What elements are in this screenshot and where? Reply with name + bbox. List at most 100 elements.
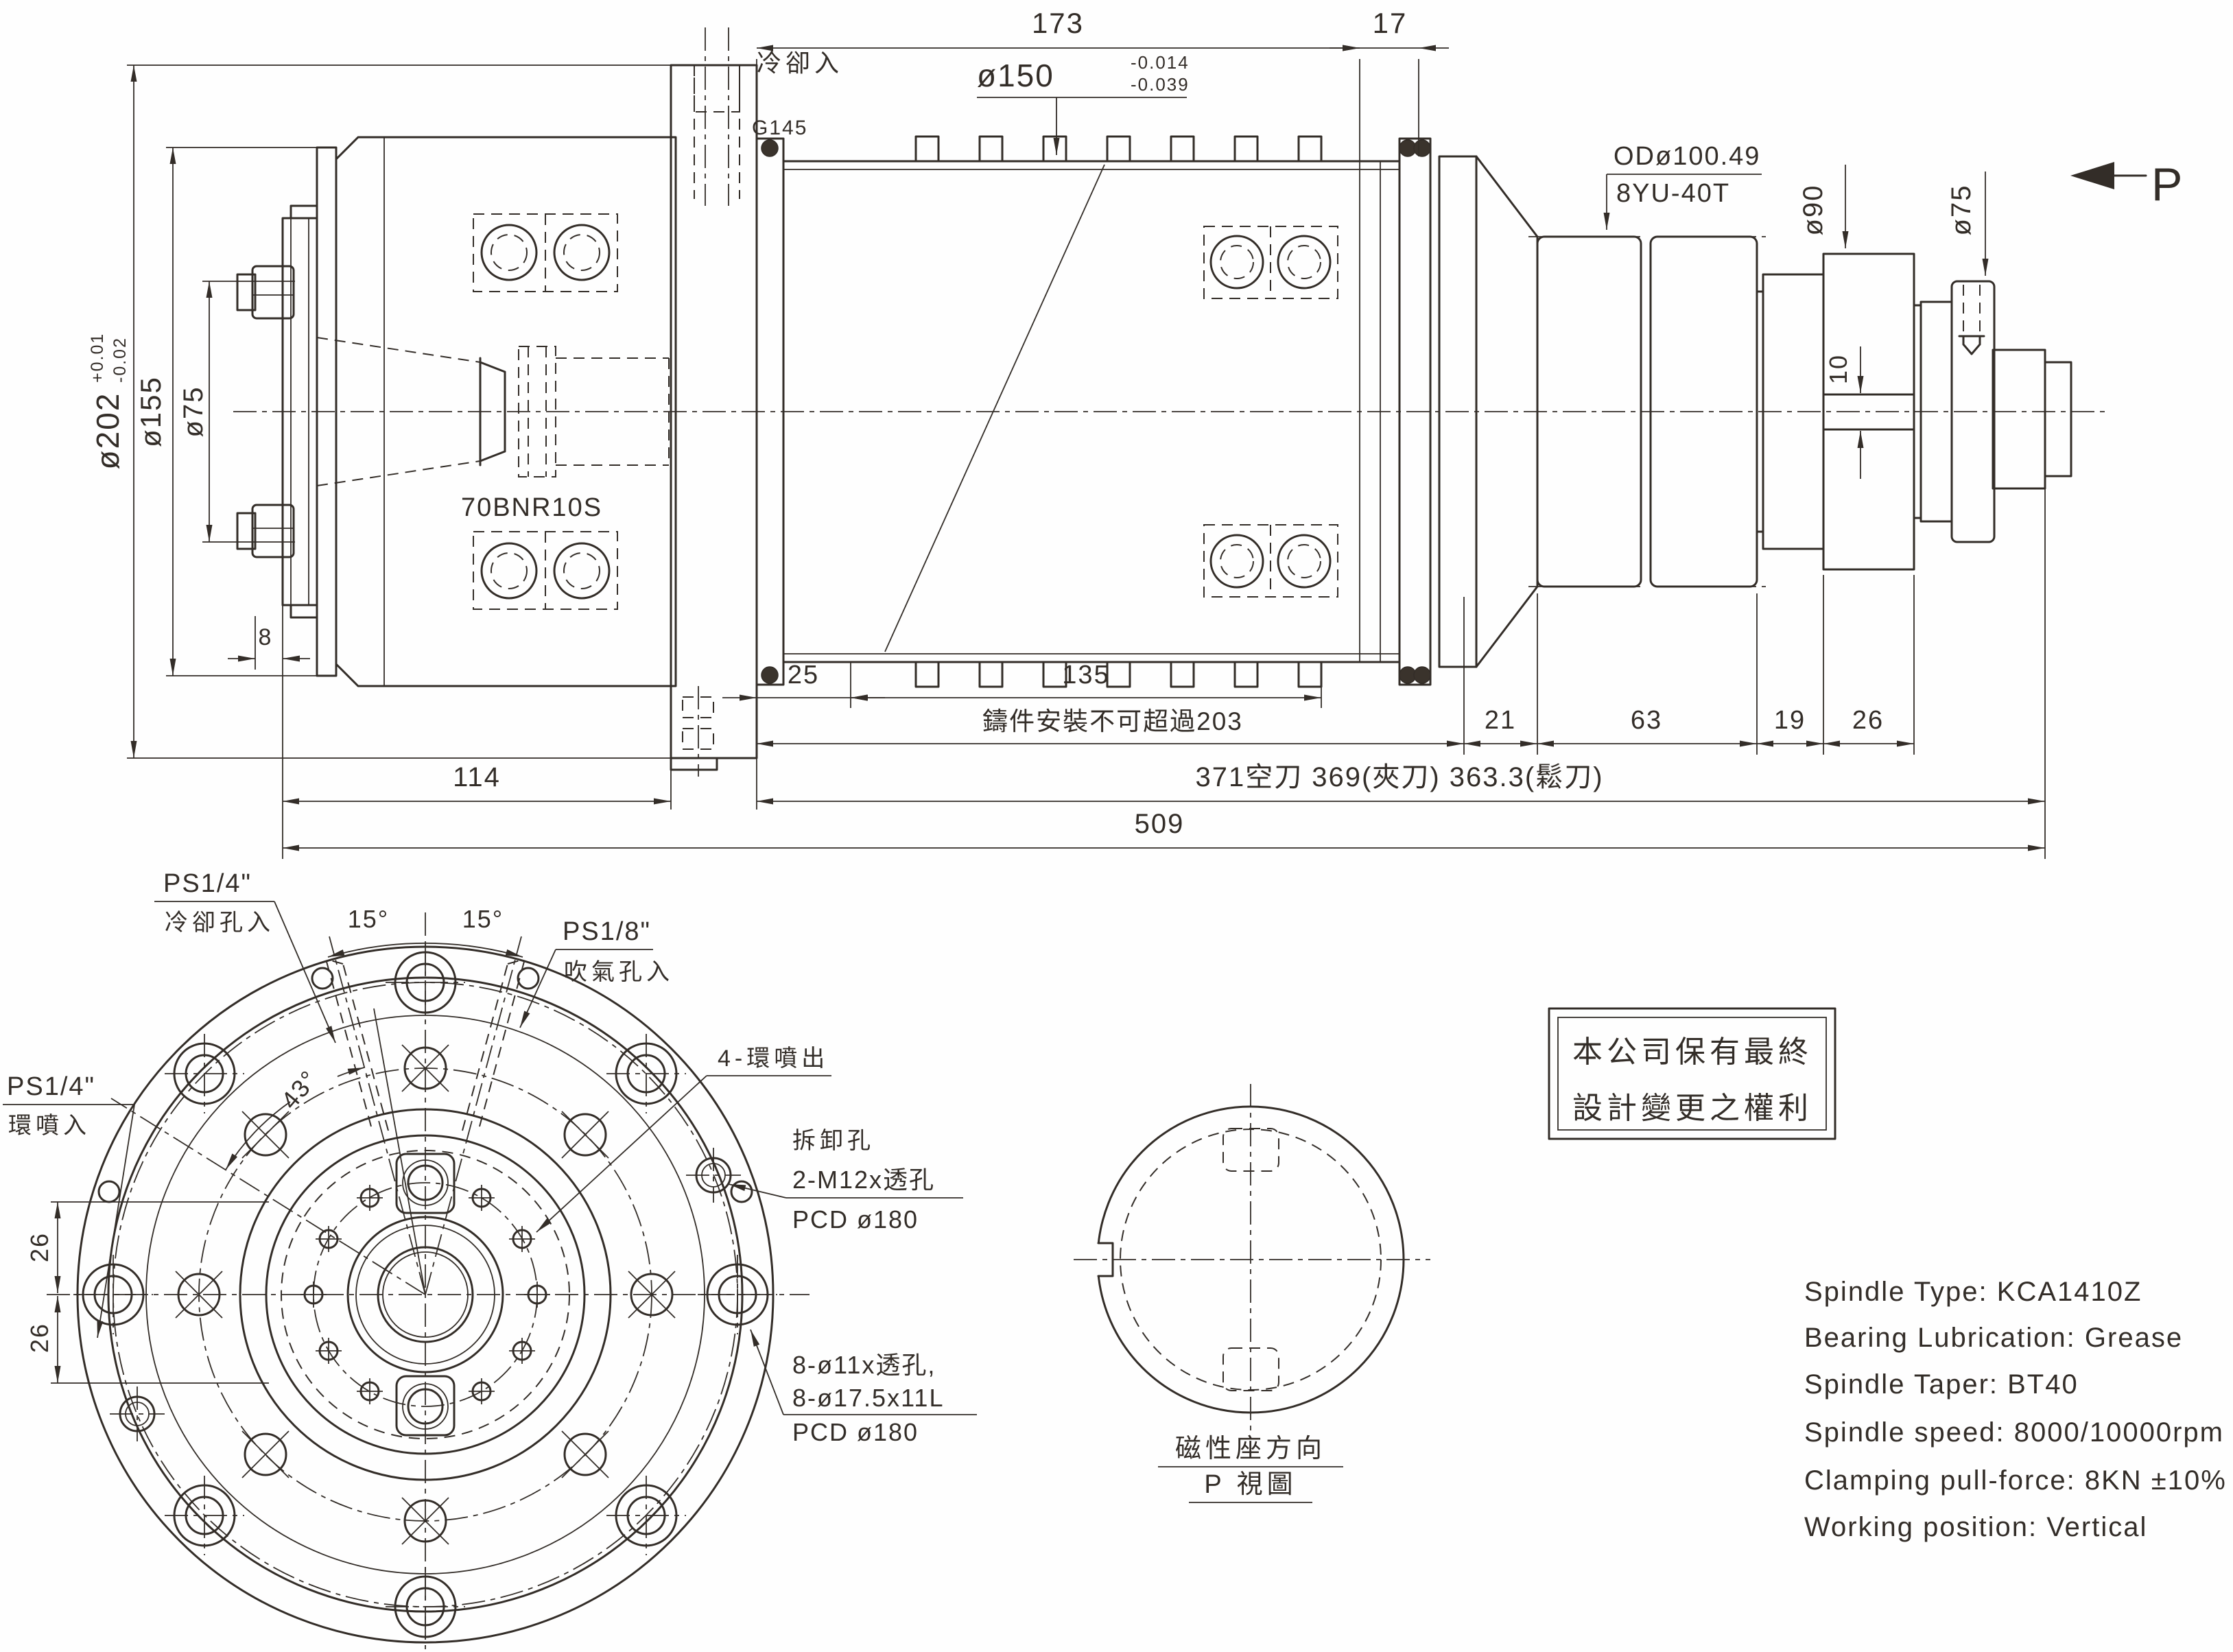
spec-row: Spindle speed: 8000/10000rpm: [1804, 1417, 2224, 1448]
phi75-right-label: ø75: [1946, 185, 1976, 236]
dim-509: 509: [283, 809, 2045, 851]
ps18-callout: PS1/8" 吹氣孔入: [519, 917, 674, 1028]
view-arrow-icon: [2070, 162, 2114, 189]
dim-phi155: ø155: [134, 147, 317, 676]
dim-114-label: 114: [453, 762, 501, 792]
m12-label: 2-M12x透孔: [792, 1166, 935, 1194]
dim-173-17: 173 17: [756, 7, 1449, 161]
drill-slots: [325, 958, 525, 1131]
g145-label: G145: [752, 117, 807, 139]
air-in-label: 吹氣孔入: [564, 959, 674, 985]
dim-10-label: 10: [1824, 354, 1852, 384]
front-hole-axes: [110, 936, 522, 1295]
mount-holes: [73, 943, 777, 1647]
spec-row: Bearing Lubrication: Grease: [1804, 1323, 2183, 1353]
removal-label: 拆卸孔: [792, 1128, 875, 1154]
spec-row: Spindle Taper: BT40: [1804, 1369, 2079, 1400]
cooling-sleeve-geometry: [755, 135, 1432, 688]
spec-row: Working position: Vertical: [1804, 1512, 2147, 1542]
dim-26a-label: 26: [25, 1232, 54, 1262]
dim-509-label: 509: [1135, 809, 1185, 839]
cool-in-label: 冷卻孔入: [165, 910, 274, 936]
o-ring: [761, 666, 779, 684]
casting-note-label: 鑄件安裝不可超過203: [982, 707, 1243, 735]
dim-25-135: 25 135: [722, 661, 1322, 708]
dim-26-26: 26 26: [25, 1201, 269, 1384]
bearing-code-label: 70BNR10S: [461, 493, 602, 522]
phi202-label: ø202: [90, 392, 126, 470]
dim-21-label: 21: [1485, 706, 1516, 735]
phi150-callout: ø150 -0.014 -0.039: [977, 52, 1190, 155]
holes2-label: 8-ø17.5x11L: [792, 1384, 944, 1412]
ring-out-callout: 4-環噴出: [536, 1046, 831, 1233]
sleeve-ribs: [914, 135, 1323, 688]
p-direction-arrow: P: [2070, 158, 2184, 211]
spec-list: Spindle Type: KCA1410Z Bearing Lubricati…: [1804, 1277, 2227, 1542]
dim-26-label: 26: [1852, 706, 1884, 735]
pview-centerlines: [1074, 1084, 1430, 1435]
tool-lengths-label: 371空刀 369(夾刀) 363.3(鬆刀): [1195, 762, 1603, 792]
pcd2-label: PCD ø180: [792, 1418, 919, 1446]
note-line1: 本公司保有最終: [1572, 1035, 1812, 1069]
note-box: 本公司保有最終 設計變更之權利: [1548, 1007, 1836, 1140]
dim-135-label: 135: [1062, 661, 1109, 689]
dim-8: 8: [228, 591, 310, 859]
bolt-holes-callout: 8-ø11x透孔, 8-ø17.5x11L PCD ø180: [750, 1329, 977, 1446]
ring-out-label: 4-環噴出: [718, 1046, 829, 1072]
drill-trace: [373, 1008, 426, 1295]
dim-63-label: 63: [1631, 706, 1662, 735]
coolant-in-label: 冷卻入: [757, 49, 843, 77]
dim-10: 10: [1824, 346, 1864, 479]
phi202-tol-up: +0.01: [88, 333, 107, 383]
ps14-cool-label: PS1/4": [163, 869, 252, 898]
pview-title: P 視圖: [1204, 1470, 1297, 1499]
phi150-tol-up: -0.014: [1131, 52, 1190, 73]
note-line2: 設計變更之權利: [1572, 1092, 1812, 1125]
mount-ring-geometry: [670, 27, 758, 777]
phi155-label: ø155: [134, 376, 167, 447]
dim-17-label: 17: [1373, 7, 1408, 39]
holes1-label: 8-ø11x透孔,: [792, 1351, 936, 1379]
dim-8-label: 8: [259, 624, 273, 650]
spec-row: Clamping pull-force: 8KN ±10%: [1804, 1465, 2227, 1496]
ps14-cool-callout: PS1/4" 冷卻孔入: [154, 869, 336, 1043]
phi202-tol-dn: -0.02: [110, 337, 130, 383]
phi90-label: ø90: [1798, 185, 1828, 236]
spotface-holes: [175, 1044, 676, 1545]
deg15-right-label: 15°: [462, 905, 504, 933]
p-mark-label: P: [2151, 158, 2184, 211]
flange-body-geometry: [335, 136, 677, 687]
ps18-label: PS1/8": [563, 917, 651, 946]
ps14-ring-callout: PS1/4" 環噴入: [3, 1072, 135, 1338]
pcd1-label: PCD ø180: [792, 1205, 919, 1234]
rear-bearing-geometry: [1203, 226, 1338, 598]
o-ring: [1413, 666, 1431, 684]
dim-203-row: 鑄件安裝不可超過203 21 63 19 26: [757, 575, 1915, 755]
balance-pads: [395, 1153, 456, 1437]
dim-19-label: 19: [1774, 706, 1806, 735]
dim-15deg: 15° 15°: [327, 905, 523, 958]
taper-drawbar-geometry: [316, 337, 670, 486]
rear-shaft-geometry: [1438, 155, 2072, 668]
ring-in-label: 環噴入: [8, 1113, 91, 1139]
dim-173-label: 173: [1032, 7, 1084, 39]
dim-phi202: ø202 +0.01 -0.02: [88, 64, 671, 759]
removal-hole-callout: 拆卸孔 2-M12x透孔 PCD ø180: [728, 1128, 963, 1234]
front-bearing-geometry: [473, 213, 618, 610]
phi150-label: ø150: [977, 58, 1054, 93]
side-view: 70BNR10S: [88, 7, 2184, 859]
deg15-left-label: 15°: [348, 905, 389, 933]
spec-row: Spindle Type: KCA1410Z: [1804, 1277, 2142, 1307]
p-view: 磁性座方向 P 視圖: [1074, 1084, 1430, 1503]
ps14-ring-label: PS1/4": [7, 1072, 95, 1101]
nose-holes: [300, 1185, 550, 1404]
pulley-type-label: 8YU-40T: [1616, 179, 1730, 208]
dim-25-label: 25: [788, 661, 819, 689]
phi75-left-label: ø75: [178, 386, 209, 438]
front-view: 15° 15° 43° 26 26 PS1/4" 冷卻孔入 PS1/8" 吹氣孔…: [3, 869, 977, 1649]
dim-26b-label: 26: [25, 1323, 54, 1353]
front-centerlines: [47, 912, 810, 1649]
o-ring: [1413, 139, 1431, 157]
